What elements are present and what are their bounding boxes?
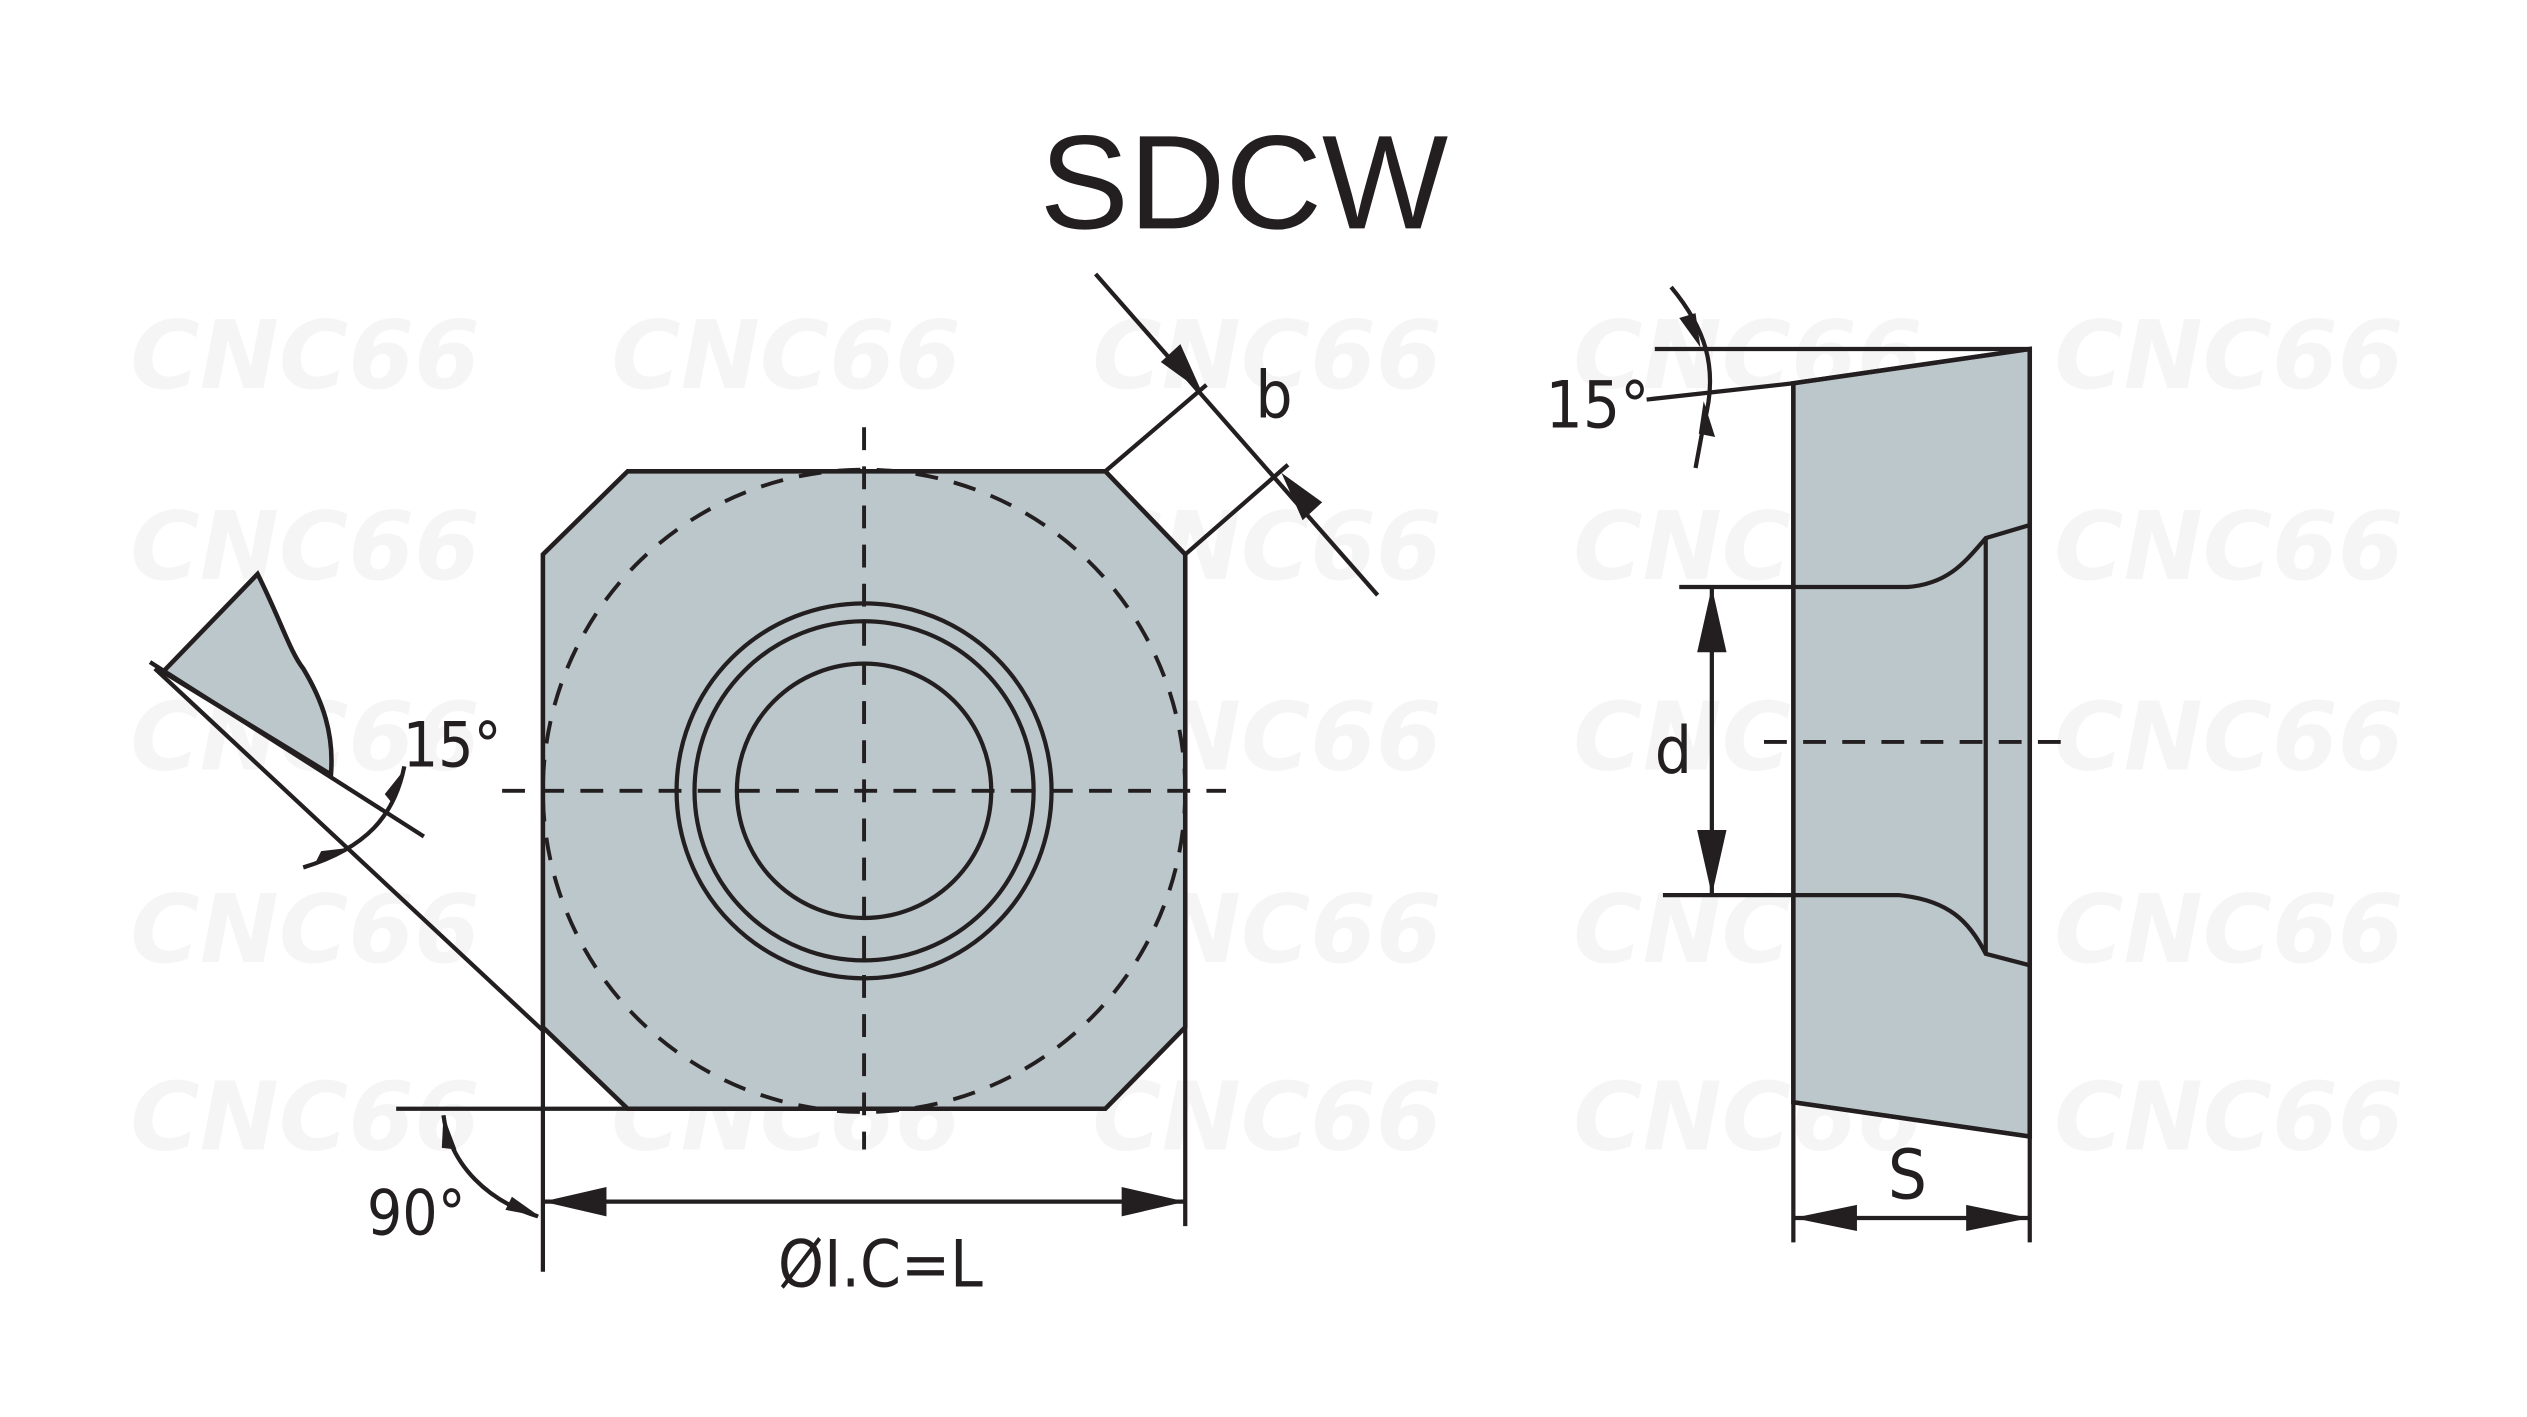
arrow-icon [1121,1186,1186,1217]
watermark-text: CNC66 [2054,1063,2403,1173]
watermark-text: CNC66 [130,492,479,602]
b-dimension-line [1093,272,1380,597]
arrow-icon [1679,313,1701,348]
watermark-text: CNC66 [130,1063,479,1173]
title: SDCW [1040,108,1448,257]
insert-section-view: 15° d S [1546,285,2074,1243]
d-label: d [1655,713,1692,789]
section-body [1791,346,2033,1140]
arrow-icon [441,1115,457,1150]
watermark-text: CNC66 [1092,1063,1441,1173]
insert-top-view: b 15° 90° ØI.C=L [148,272,1380,1302]
tool-profile [159,570,334,779]
arrow-icon [1281,472,1323,521]
watermark-text: CNC66 [2054,683,2403,793]
arrow-icon [1698,401,1716,438]
angle-15-label: 15° [403,708,502,781]
hatch-top [1791,346,2032,590]
watermark-text: CNC66 [2054,301,2403,411]
hatch-bottom [1791,893,2032,1139]
arrow-icon [314,847,349,865]
watermark-text: CNC66 [611,301,960,411]
clearance-extension [1646,381,1794,402]
arrow-icon [1160,344,1202,392]
watermark-text: CNC66 [130,301,479,411]
watermark-text: CNC66 [130,875,479,985]
arrow-icon [1697,587,1727,653]
arrow-icon [1697,829,1727,896]
b-label: b [1255,357,1292,433]
arrow-icon [1793,1204,1857,1232]
watermark-text: CNC66 [2054,875,2403,985]
arrow-icon [384,769,405,803]
b-extension-2 [1183,463,1290,557]
rake-line [148,660,426,839]
s-label: S [1888,1135,1927,1215]
angle-90-label: 90° [367,1176,466,1249]
arrow-icon [1966,1204,2030,1232]
b-extension-1 [1103,383,1208,473]
arrow-icon [542,1186,607,1217]
angle-15-side-label: 15° [1546,367,1650,443]
ic-label: ØI.C=L [778,1226,983,1302]
watermark-text: CNC66 [2054,492,2403,602]
arrow-icon [505,1196,540,1217]
angle-arc-15 [302,765,407,870]
